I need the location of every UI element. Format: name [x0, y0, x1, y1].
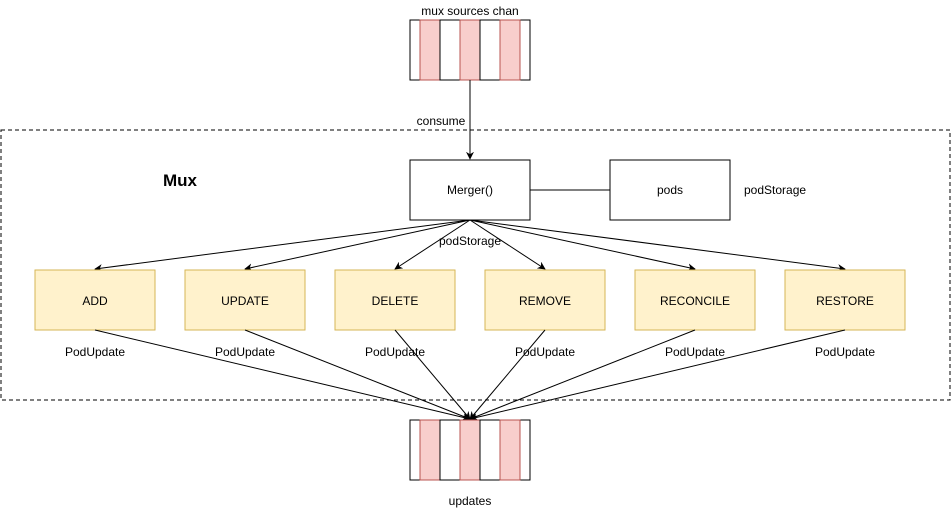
merger-to-restore-arrow: [469, 219, 846, 273]
pods-node: [609, 159, 731, 221]
remove-node: [484, 269, 606, 331]
source-queue: [409, 19, 531, 81]
updates-label: updates: [449, 494, 492, 508]
pods-side-label: podStorage: [744, 183, 806, 197]
delete-label: DELETE: [372, 294, 419, 308]
source-queue-label: mux sources chan: [421, 4, 518, 18]
add-node: [34, 269, 156, 331]
delete-output-label: PodUpdate: [365, 345, 425, 359]
add-label: ADD: [82, 294, 108, 308]
updates-queue: [409, 419, 531, 481]
merger-to-remove-arrow: [469, 219, 546, 270]
merger-to-delete-arrow: [394, 219, 471, 270]
add-to-updates-arrow: [94, 329, 471, 422]
reconcile-label: RECONCILE: [660, 294, 730, 308]
restore-to-updates-arrow: [469, 329, 846, 422]
merger-to-reconcile-arrow: [469, 219, 696, 272]
remove-label: REMOVE: [519, 294, 571, 308]
updates-queue-slot: [459, 419, 481, 481]
source-queue-slot: [499, 19, 521, 81]
source-queue-slot: [439, 19, 461, 81]
update-node: [184, 269, 306, 331]
update-to-updates-arrow: [244, 329, 471, 421]
merger-label: Merger(): [447, 183, 493, 197]
update-output-label: PodUpdate: [215, 345, 275, 359]
merger-edge-label: podStorage: [439, 234, 501, 248]
reconcile-to-updates-arrow: [469, 329, 696, 421]
event-nodes: ADD PodUpdate UPDATE PodUpdate DELETE PodUpda…: [34, 219, 906, 422]
add-output-label: PodUpdate: [65, 345, 125, 359]
source-queue-slot: [479, 19, 501, 81]
remove-to-updates-arrow: [469, 329, 546, 420]
merger-to-add-arrow: [94, 219, 471, 273]
updates-queue-slot: [499, 419, 521, 481]
reconcile-node: [634, 269, 756, 331]
mux-title: Mux: [163, 171, 198, 190]
delete-to-updates-arrow: [394, 329, 471, 420]
restore-label: RESTORE: [816, 294, 874, 308]
delete-node: [334, 269, 456, 331]
source-queue-slot: [459, 19, 481, 81]
update-label: UPDATE: [221, 294, 269, 308]
remove-output-label: PodUpdate: [515, 345, 575, 359]
merger-to-update-arrow: [244, 219, 471, 272]
mux-container: [0, 129, 951, 401]
consume-label: consume: [417, 114, 466, 128]
updates-queue-slot: [439, 419, 461, 481]
restore-node: [784, 269, 906, 331]
reconcile-output-label: PodUpdate: [665, 345, 725, 359]
updates-queue-slot: [479, 419, 501, 481]
restore-output-label: PodUpdate: [815, 345, 875, 359]
pods-label: pods: [657, 183, 683, 197]
updates-queue-slot: [419, 419, 441, 481]
source-queue-slot: [419, 19, 441, 81]
